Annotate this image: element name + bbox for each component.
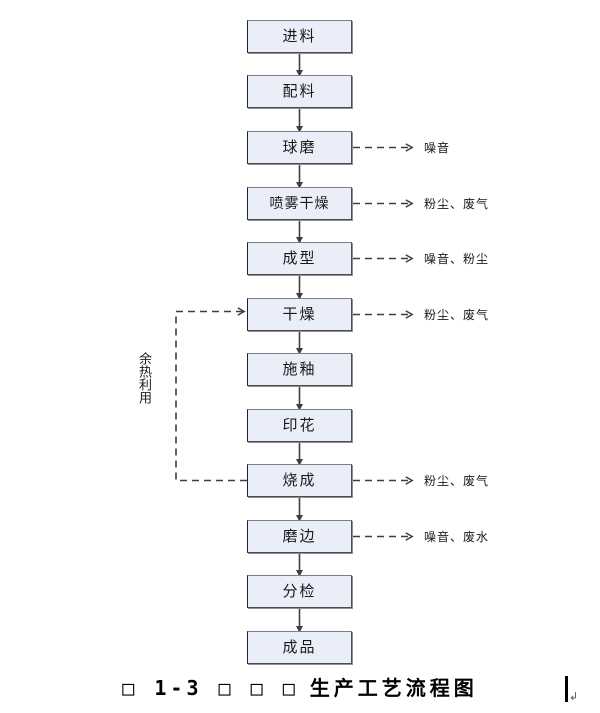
node-chengxing[interactable]: 成型 (247, 242, 352, 275)
node-jinliao[interactable]: 进料 (247, 20, 352, 53)
figure-caption: □ 1-3 □ □ □ 生产工艺流程图 (0, 672, 600, 701)
waste-heat-loop-label: 余热利用 (136, 352, 151, 404)
annotation-ganzao: 粉尘、废气 (424, 307, 490, 322)
node-peiliao[interactable]: 配料 (247, 75, 352, 108)
annotation-shaocheng: 粉尘、废气 (424, 473, 490, 488)
node-label: 成型 (282, 249, 317, 267)
node-label: 配料 (282, 82, 317, 100)
node-label: 球磨 (282, 138, 317, 156)
node-ganzao[interactable]: 干燥 (247, 298, 352, 331)
waste-heat-loop-path (175, 307, 247, 482)
paragraph-mark: ↲ (569, 690, 579, 703)
node-fenjian[interactable]: 分检 (247, 575, 352, 608)
node-qiumo[interactable]: 球磨 (247, 131, 352, 164)
annotation-mobian: 噪音、废水 (424, 529, 490, 544)
annotation-qiumo: 噪音 (424, 140, 451, 155)
node-shaocheng[interactable]: 烧成 (247, 464, 352, 497)
node-label: 烧成 (282, 471, 317, 489)
node-label: 进料 (282, 27, 317, 45)
figure-caption-title: 生产工艺流程图 (309, 676, 478, 700)
node-penwuganzao[interactable]: 喷雾干燥 (247, 187, 352, 220)
node-mobian[interactable]: 磨边 (247, 520, 352, 553)
node-label: 磨边 (282, 527, 317, 545)
annotation-chengxing: 噪音、粉尘 (424, 251, 490, 266)
text-caret (565, 676, 568, 702)
node-label: 喷雾干燥 (269, 195, 330, 212)
node-chengpin[interactable]: 成品 (247, 631, 352, 664)
node-label: 施釉 (282, 360, 317, 378)
node-label: 印花 (282, 416, 317, 434)
node-label: 成品 (282, 638, 317, 656)
annotation-penwuganzao: 粉尘、废气 (424, 196, 490, 211)
node-yinhua[interactable]: 印花 (247, 409, 352, 442)
node-label: 干燥 (282, 305, 317, 323)
node-label: 分检 (282, 582, 317, 600)
node-shiyou[interactable]: 施釉 (247, 353, 352, 386)
figure-caption-prefix: □ 1-3 □ □ □ (122, 676, 299, 700)
emission-connectors (353, 143, 414, 541)
